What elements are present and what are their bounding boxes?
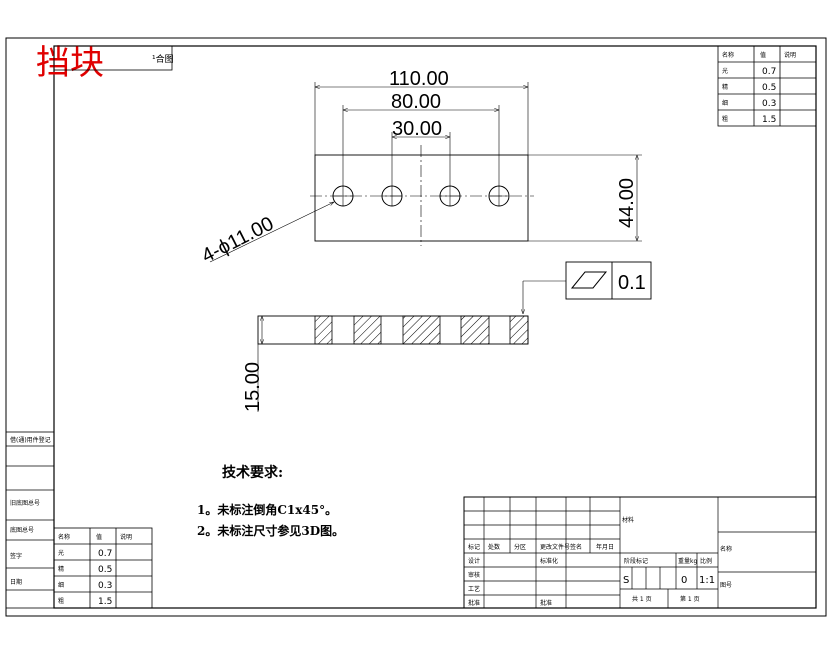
dim-height: 44.00 bbox=[616, 178, 638, 228]
rt-label: 精 bbox=[722, 83, 728, 91]
roughness-table-bottom bbox=[53, 527, 153, 609]
hatch-section bbox=[509, 315, 529, 345]
tb-stage-label: 阶段标记 bbox=[624, 557, 648, 565]
flatness-icon bbox=[570, 271, 608, 289]
dim-hole-pitch: 30.00 bbox=[392, 118, 442, 140]
material-label: ¹合图 bbox=[152, 53, 174, 65]
left-strip-label: 签字 bbox=[10, 552, 22, 560]
roughness-values-top: 0.7 0.5 0.3 1.5 bbox=[762, 67, 776, 125]
tb-std-label-2: 批准 bbox=[540, 599, 552, 607]
outer-border bbox=[5, 37, 827, 617]
dim-thickness: 15.00 bbox=[242, 362, 264, 412]
title-stamp: 挡块 bbox=[36, 43, 104, 83]
tb-scale: 1:1 bbox=[699, 575, 715, 586]
left-strip-label: 借(通)用件登记 bbox=[10, 436, 51, 444]
material-label-box bbox=[53, 45, 173, 71]
inner-border bbox=[53, 45, 817, 609]
tb-col-header: 年月日 bbox=[596, 543, 614, 551]
tb-drawing-no: 图号 bbox=[720, 582, 732, 589]
left-strip-label: 底图总号 bbox=[10, 526, 34, 534]
tb-row-label: 审核 bbox=[468, 571, 480, 579]
tb-weight-label: 重量kg bbox=[678, 557, 697, 565]
rt-value: 0.3 bbox=[762, 99, 776, 109]
tb-sheets-total: 共 1 页 bbox=[632, 595, 652, 603]
tb-name-field: 名称 bbox=[720, 545, 732, 553]
rt-label: 光 bbox=[722, 67, 728, 75]
rb-value: 0.5 bbox=[98, 565, 112, 575]
top-view bbox=[209, 82, 642, 263]
top-view-outline bbox=[314, 154, 529, 242]
dim-overall-length: 110.00 bbox=[389, 68, 449, 90]
rb-value: 0.3 bbox=[98, 581, 112, 591]
dim-hole-callout: 4-ϕ11.00 bbox=[198, 213, 277, 268]
roughness-table-bottom-text: 名称 值 说明 光 精 细 粗 bbox=[58, 533, 132, 605]
rb-value: 1.5 bbox=[98, 597, 112, 607]
tb-col-header: 签名 bbox=[570, 543, 582, 551]
rt-value: 1.5 bbox=[762, 115, 776, 125]
tb-col-header: 分区 bbox=[514, 543, 526, 551]
tb-col-header: 标记 bbox=[468, 543, 480, 551]
left-strip bbox=[5, 431, 55, 609]
tb-sheet-no: 第 1 页 bbox=[680, 595, 700, 603]
roughness-values-bottom: 0.7 0.5 0.3 1.5 bbox=[98, 549, 112, 607]
hatch-section bbox=[402, 315, 441, 345]
rt-header-desc: 说明 bbox=[784, 51, 796, 59]
rb-header-val: 值 bbox=[96, 533, 102, 541]
tb-std-label: 标准化 bbox=[540, 557, 558, 565]
tb-row-label: 设计 bbox=[468, 557, 480, 565]
title-block-values: S 0 1:1 bbox=[623, 575, 715, 586]
tech-req-item: 2。未标注尺寸参见3D图。 bbox=[197, 523, 344, 538]
tb-material-field: 材料 bbox=[622, 516, 634, 524]
hatch-section bbox=[353, 315, 382, 345]
rb-header-desc: 说明 bbox=[120, 533, 132, 541]
tolerance-frame bbox=[565, 261, 652, 300]
title-block bbox=[463, 496, 817, 609]
rb-label: 细 bbox=[58, 581, 64, 589]
tech-req-heading: 技术要求: bbox=[222, 464, 283, 481]
title-block-text: 标记 处数 分区 更改文件号 签名 年月日 设计 审核 工艺 批准 标准化 批准… bbox=[468, 516, 732, 607]
left-strip-label: 日期 bbox=[10, 578, 22, 586]
rt-value: 0.5 bbox=[762, 83, 776, 93]
roughness-table-top-text: 名称 值 说明 光 精 细 粗 bbox=[722, 51, 796, 123]
rb-header-name: 名称 bbox=[58, 533, 70, 541]
rb-label: 粗 bbox=[58, 597, 64, 605]
hatch-section bbox=[460, 315, 490, 345]
rb-label: 光 bbox=[58, 549, 64, 557]
rt-header-name: 名称 bbox=[722, 51, 734, 59]
tb-col-header: 更改文件号 bbox=[540, 543, 570, 551]
rt-value: 0.7 bbox=[762, 67, 776, 77]
rt-header-val: 值 bbox=[760, 51, 766, 59]
left-strip-label: 旧底图总号 bbox=[10, 499, 40, 507]
tb-row-label: 工艺 bbox=[468, 585, 480, 593]
tb-scale-label: 比例 bbox=[700, 557, 712, 565]
tb-row-label: 批准 bbox=[468, 599, 480, 607]
tb-weight: 0 bbox=[681, 575, 687, 586]
rt-label: 细 bbox=[722, 99, 728, 107]
rb-label: 精 bbox=[58, 565, 64, 573]
left-strip-text: 借(通)用件登记 旧底图总号 底图总号 签字 日期 bbox=[10, 436, 51, 586]
tb-stage-mark: S bbox=[623, 575, 629, 586]
rt-label: 粗 bbox=[722, 115, 728, 123]
front-view bbox=[257, 280, 566, 412]
tech-req-item: 1。未标注倒角C1x45°。 bbox=[197, 502, 337, 517]
tolerance-value: 0.1 bbox=[618, 272, 646, 294]
tb-col-header: 处数 bbox=[488, 543, 500, 551]
dim-hole-span: 80.00 bbox=[391, 91, 441, 113]
roughness-table-top bbox=[717, 45, 817, 127]
hatch-section bbox=[314, 315, 333, 345]
rb-value: 0.7 bbox=[98, 549, 112, 559]
